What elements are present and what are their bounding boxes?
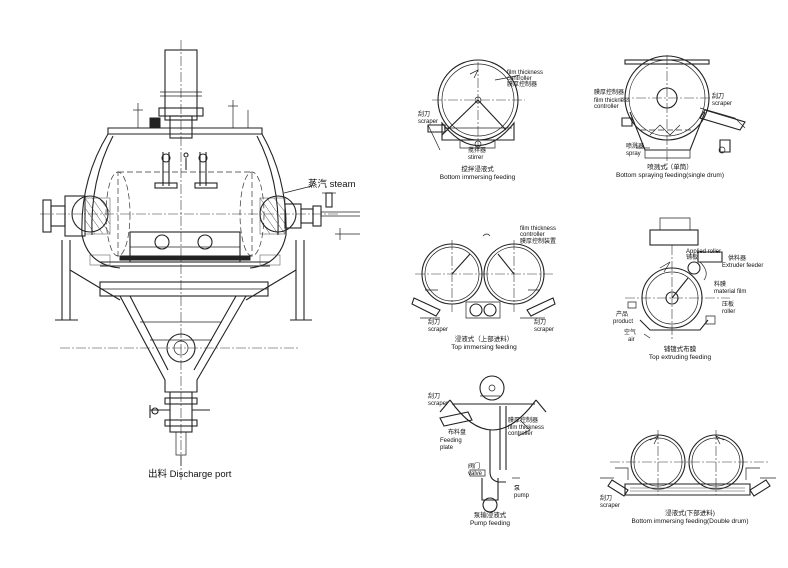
fig2-scraper-cn: 刮刀 <box>712 94 725 100</box>
fig5-scraper-en: scraper <box>428 401 449 407</box>
fig2-caption-cn: 喷溅式（单筒） <box>647 164 693 171</box>
fig1-film-en2: controller <box>507 76 532 82</box>
fig6-caption-en: Bottom immersing feeding(Double drum) <box>631 518 749 525</box>
fig4-top-extruding <box>625 217 730 340</box>
fig1-scraper-en: scraper <box>418 119 439 125</box>
steam-label: 蒸汽 steam <box>308 179 356 190</box>
fig4-product-en: product <box>613 319 634 325</box>
main-drum-dryer <box>40 40 360 480</box>
fig2-spray-en: spray <box>626 151 641 157</box>
fig2-bottom-spraying <box>620 55 746 170</box>
fig5-pump-en: pump <box>514 493 530 499</box>
fig3-film-en2: controller <box>520 232 545 238</box>
fig4-caption-cn: 铺镀式布膜 <box>663 346 697 353</box>
fig5-pump-cn: 泵 <box>514 486 521 492</box>
fig1-caption-cn: 搅拌浸液式 <box>461 166 494 173</box>
fig5-scraper-cn: 刮刀 <box>428 394 441 400</box>
fig3-scraper-cn-right: 刮刀 <box>534 320 547 326</box>
fig3-caption-en: Top immersing feeding <box>451 344 517 351</box>
fig5-plate-en1: Feeding <box>440 438 462 444</box>
fig5-film-cn: 膜厚控制器 <box>508 418 539 424</box>
fig4-roller-en: 铺板 <box>686 255 699 261</box>
fig2-caption-en: Bottom spraying feeding(single drum) <box>615 172 725 179</box>
fig6-double-drum <box>600 430 776 497</box>
fig2-film-en1: film thickness <box>594 98 631 104</box>
fig5-film-en1: film thickness <box>508 425 545 431</box>
fig4-air-cn: 空气 <box>624 330 637 336</box>
fig2-spray-cn: 喷溅器 <box>626 144 645 150</box>
fig3-scraper-cn-left: 刮刀 <box>428 320 441 326</box>
fig4-caption-en: Top extruding feeding <box>648 354 712 361</box>
fig4-product-cn: 产品 <box>616 312 629 318</box>
fig4-film-cn: 料膜 <box>714 282 727 288</box>
fig2-film-cn: 膜厚控制器 <box>594 90 625 96</box>
fig1-scraper-cn: 刮刀 <box>418 112 431 118</box>
fig4-roller-cn: Applied roller <box>686 249 722 255</box>
fig3-caption-cn: 浸液式（上部进料） <box>454 336 514 343</box>
fig5-valve-cn: 阀门 <box>468 464 481 470</box>
fig1-stirrer-en: stirrer <box>468 155 484 161</box>
fig3-film-cn: 膜厚控制装置 <box>520 239 557 245</box>
fig3-scraper-en-right: scraper <box>534 327 555 333</box>
fig5-plate-en2: plate <box>440 445 454 451</box>
fig5-caption-en: Pump feeding <box>469 520 511 527</box>
fig5-plate-cn: 布料盘 <box>448 430 467 436</box>
fig3-top-immersing <box>411 233 556 319</box>
fig1-bottom-immersing <box>427 59 525 151</box>
fig3-scraper-en-left: scraper <box>428 327 449 333</box>
fig5-film-en2: controller <box>508 431 533 437</box>
discharge-port-label: 出料 Discharge port <box>148 469 232 480</box>
fig3-film-en1: film thickness <box>520 226 557 232</box>
fig5-caption-cn: 泵输浸液式 <box>473 512 507 519</box>
fig4-press-en: roller <box>722 309 736 315</box>
fig6-scraper-cn: 刮刀 <box>600 496 613 502</box>
fig4-air-en: air <box>628 337 635 343</box>
fig1-film-en1: film thickness <box>507 70 544 76</box>
fig2-scraper-en: scraper <box>712 101 733 107</box>
fig6-caption-cn: 浸液式(下部进料) <box>665 510 715 517</box>
fig2-film-en2: controller <box>594 104 619 110</box>
fig5-pump-feeding <box>439 375 547 513</box>
fig4-feeder-cn: 供料器 <box>728 256 747 262</box>
fig1-stirrer-cn: 搅拌器 <box>468 148 487 154</box>
fig4-press-cn: 压板 <box>722 302 735 308</box>
fig5-valve-en: valve <box>468 471 483 477</box>
fig4-feeder-en: Extruder feeder <box>722 263 764 269</box>
fig1-caption-en: Bottom immersing feeding <box>439 174 516 181</box>
fig4-film-en: material film <box>714 289 747 295</box>
fig6-scraper-en: scraper <box>600 503 621 509</box>
fig1-film-cn: 膜厚控制器 <box>507 82 538 88</box>
